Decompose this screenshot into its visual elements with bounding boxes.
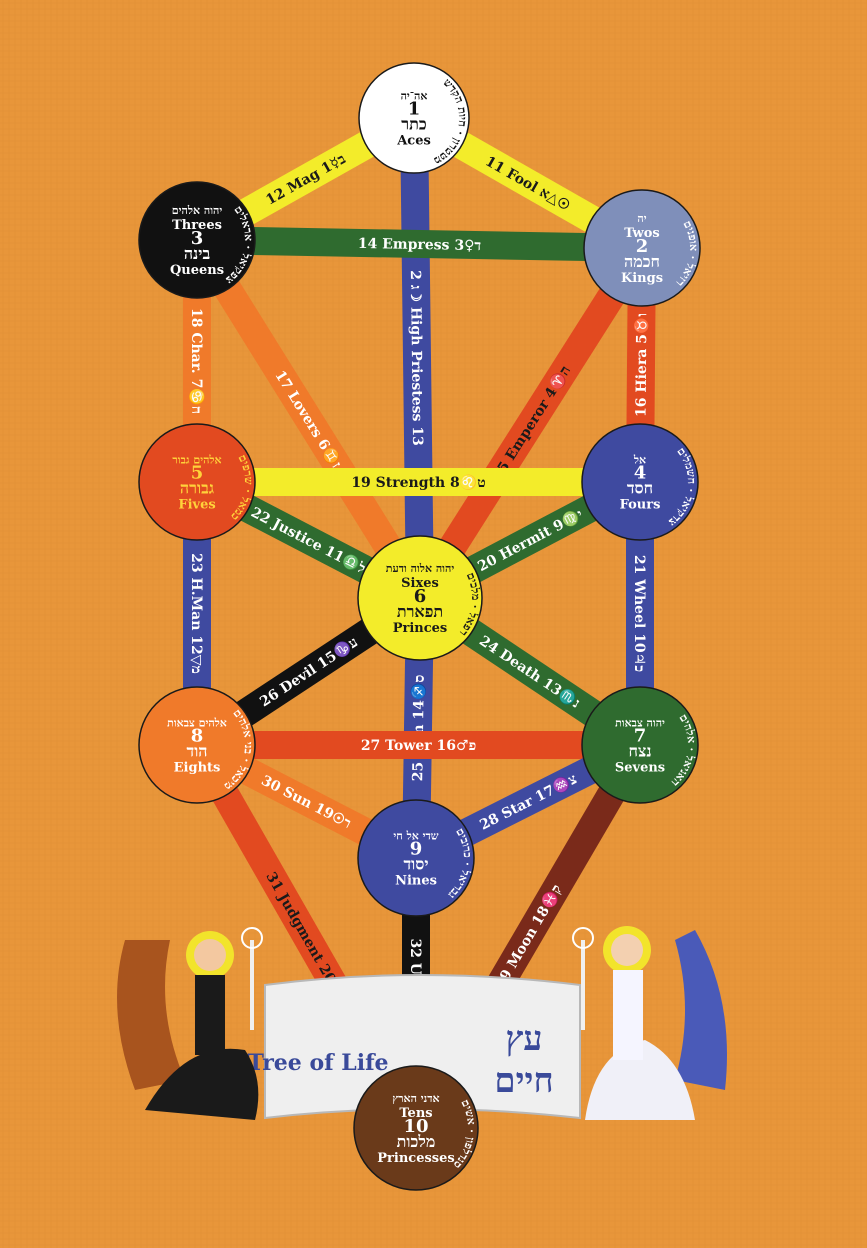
angel-right — [572, 926, 727, 1120]
sephira-circle — [581, 686, 699, 804]
sephira-circle — [357, 535, 483, 661]
sephira-english-name: Fives — [178, 498, 215, 513]
sephira-english-name: Eights — [174, 761, 221, 776]
sephira-hebrew-name: נצח — [628, 742, 651, 761]
sephira-hebrew-name: חכמה — [624, 252, 660, 271]
banner-hebrew-line1: עץ — [506, 1019, 543, 1059]
sephira-english-name: Princes — [393, 621, 448, 636]
path-label: 18 Char. ח♋7 — [188, 308, 205, 414]
banner: Tree of Life עץ חיים — [247, 974, 581, 1120]
sephira-divine-name: יהוה אלהים — [172, 204, 223, 217]
path-p27: 27 Tower פ♂16 — [197, 731, 640, 759]
path-band — [185, 232, 432, 606]
sephira-circle — [583, 189, 701, 307]
sephira-english-name: Fours — [620, 498, 661, 513]
path-p14: 14 Empress ד♀3 — [196, 226, 643, 262]
sephira-hebrew-name: תפארת — [397, 602, 443, 621]
sephira-number: 6 — [414, 586, 427, 607]
sephira-english-name: Kings — [621, 271, 663, 286]
sephira-number: 1 — [408, 99, 421, 120]
sephira-divine-name: יהוה אלוה ודעת — [386, 562, 455, 575]
path-label: 27 Tower פ♂16 — [361, 738, 476, 754]
angel-left — [117, 927, 263, 1120]
sephira-english-secondary: Tens — [399, 1106, 432, 1121]
sephira-english-secondary: Threes — [172, 218, 222, 233]
sephira-hebrew-name: יסוד — [403, 855, 428, 874]
sephira-english-name: Queens — [170, 263, 224, 278]
banner-hebrew-line2: חיים — [494, 1061, 553, 1101]
sephira-english-name: Sevens — [615, 761, 665, 776]
sephira-number: 9 — [410, 839, 423, 860]
sephira-hebrew-name: כתר — [401, 115, 426, 134]
sephira-english-name: Princesses — [377, 1151, 454, 1166]
sephira-hebrew-name: הוד — [187, 742, 208, 761]
sephira-circle — [581, 423, 699, 541]
sephira-divine-name: אלהים צבאות — [167, 717, 227, 730]
path-p19: 19 Strength ט♌8 — [197, 468, 640, 496]
sephira-number: 2 — [636, 236, 649, 257]
sephira-divine-name: אלהים גבור — [172, 454, 221, 467]
sephira-number: 10 — [403, 1116, 428, 1137]
banner-english-line1: Tree of Life — [247, 1050, 388, 1076]
path-label: 14 Empress ד♀3 — [358, 236, 482, 254]
sephira-divine-name: אדני הארץ — [392, 1092, 439, 1105]
sephira-number: 7 — [634, 726, 647, 747]
sephira-number: 4 — [634, 463, 647, 484]
path-label: 23 H.Man מ▽12 — [188, 553, 204, 674]
sephira-number: 5 — [191, 463, 204, 484]
sephira-divine-name: אל — [633, 454, 646, 467]
sephira-english-name: Aces — [396, 134, 431, 149]
sephira-divine-name: אה־יה — [401, 90, 428, 103]
sephira-divine-name: יהוה צבאות — [615, 717, 665, 730]
sephira-english-secondary: Sixes — [401, 576, 439, 591]
path-label: 2 ג☽ High Priestess 13 — [407, 270, 425, 446]
sephira-hebrew-name: חסד — [627, 479, 653, 498]
sephira-divine-name: שדי אל חי — [393, 830, 438, 843]
sephira-circle — [358, 62, 470, 174]
sephira-hebrew-name: גבורה — [180, 479, 214, 498]
sephira-number: 3 — [191, 228, 204, 249]
sephira-hebrew-name: בינה — [184, 244, 211, 263]
sephira-circle — [357, 799, 475, 917]
path-label: 21 Wheel כ♃10 — [631, 555, 647, 672]
path-label: 25 Tem ס♐14 — [409, 675, 428, 782]
sephira-hebrew-name: מלכות — [397, 1132, 436, 1151]
path-band — [196, 226, 643, 262]
sephira-divine-name: יה — [637, 212, 646, 225]
path-label: 16 Hiera ו♉5 — [633, 313, 651, 417]
sephira-number: 8 — [191, 726, 204, 747]
sephira-english-secondary: Twos — [624, 226, 659, 241]
sephira-circle — [353, 1065, 479, 1191]
sephira-circle — [138, 423, 256, 541]
banner-scroll — [264, 974, 581, 1120]
path-p13: 2 ג☽ High Priestess 13 — [400, 117, 434, 599]
sephira-circle — [138, 181, 256, 299]
path-band — [400, 117, 434, 599]
path-band — [408, 240, 654, 606]
sephira-english-name: Nines — [395, 874, 437, 889]
path-label: 19 Strength ט♌8 — [351, 474, 485, 491]
sephira-circle — [138, 686, 256, 804]
